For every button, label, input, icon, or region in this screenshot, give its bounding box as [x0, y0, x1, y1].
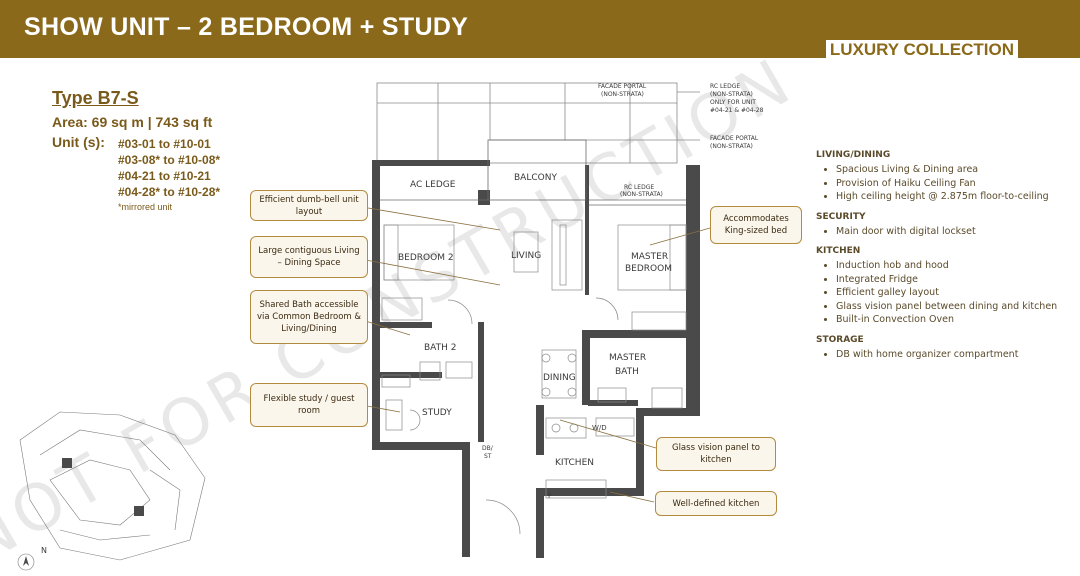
plan-label: W/D: [592, 424, 607, 432]
block-highlight: [134, 506, 144, 516]
callout-kitchen: Well-defined kitchen: [655, 491, 777, 516]
spec-item: Spacious Living & Dining area: [836, 163, 1066, 177]
spec-item: Provision of Haiku Ceiling Fan: [836, 177, 1066, 191]
unit-number: #03-01 to #10-01: [118, 137, 211, 151]
north-arrow-icon: [23, 556, 29, 566]
plan-label: (NON-STRATA): [601, 91, 644, 98]
spec-item: Efficient galley layout: [836, 286, 1066, 300]
plan-label: (NON-STRATA): [620, 191, 663, 198]
unit-type: Type B7-S: [52, 88, 139, 108]
plan-label: KITCHEN: [555, 458, 594, 468]
plan-label: #04-21 & #04-28: [710, 107, 764, 114]
callout-king-bed: Accommodates King-sized bed: [710, 206, 802, 244]
plan-label: BEDROOM 2: [398, 253, 454, 263]
collection-label: LUXURY COLLECTION: [825, 40, 1018, 60]
spec-heading: LIVING/DINING: [816, 150, 891, 160]
plan-label: RC LEDGE: [710, 83, 740, 90]
spec-item: Integrated Fridge: [836, 273, 1066, 287]
plan-label: ST: [484, 453, 492, 460]
plan-labels: FACADE PORTAL (NON-STRATA) RC LEDGE (NON…: [398, 83, 764, 500]
specs-panel: LIVING/DINING Spacious Living & Dining a…: [816, 150, 1066, 369]
block-highlight: [62, 458, 72, 468]
plan-label: RC LEDGE: [624, 184, 654, 191]
spec-item: Glass vision panel between dining and ki…: [836, 300, 1066, 314]
plan-label: BALCONY: [514, 173, 557, 183]
header-bar: SHOW UNIT – 2 BEDROOM + STUDY: [0, 0, 1080, 58]
plan-label: (NON-STRATA): [710, 143, 753, 150]
spec-heading: KITCHEN: [816, 246, 861, 256]
plan-label: BATH: [615, 367, 639, 377]
spec-heading: SECURITY: [816, 211, 866, 222]
spec-item: Built-in Convection Oven: [836, 313, 1066, 327]
callout-study: Flexible study / guest room: [250, 383, 368, 427]
callout-living-dining: Large contiguous Living – Dining Space: [250, 236, 368, 278]
callout-shared-bath: Shared Bath accessible via Common Bedroo…: [250, 290, 368, 344]
spec-item: Induction hob and hood: [836, 259, 1066, 273]
plan-label: MASTER: [609, 353, 646, 363]
plan-label: DINING: [543, 373, 576, 383]
north-label: N: [41, 546, 47, 555]
furniture: [381, 219, 687, 535]
units-label: Unit (s):: [52, 134, 105, 150]
unit-area: Area: 69 sq m | 743 sq ft: [52, 114, 213, 130]
unit-number: #04-28* to #10-28*: [118, 185, 221, 199]
callout-glass-panel: Glass vision panel to kitchen: [656, 437, 776, 471]
plan-label: AC LEDGE: [410, 180, 456, 190]
unit-number: #04-21 to #10-21: [118, 169, 211, 183]
plan-label: DB/: [482, 445, 494, 452]
mirrored-note: *mirrored unit: [118, 202, 173, 212]
unit-number: #03-08* to #10-08*: [118, 153, 221, 167]
page-title: SHOW UNIT – 2 BEDROOM + STUDY: [24, 13, 469, 41]
plan-label: ONLY FOR UNIT: [710, 99, 756, 106]
plan-label: BEDROOM: [625, 264, 672, 274]
leader-lines: [349, 204, 711, 503]
callout-dumbbell: Efficient dumb-bell unit layout: [250, 190, 368, 221]
plan-label: F: [548, 492, 552, 500]
plan-label: LIVING: [511, 251, 541, 261]
balcony-outline: [380, 139, 686, 206]
plan-label: BATH 2: [424, 343, 456, 353]
plan-label: FACADE PORTAL: [598, 83, 647, 90]
plan-label: (NON-STRATA): [710, 91, 753, 98]
plan-label: STUDY: [422, 408, 452, 418]
facade-portal-lines: [376, 82, 700, 164]
spec-item: DB with home organizer compartment: [836, 348, 1066, 362]
spec-heading: STORAGE: [816, 334, 864, 345]
plan-label: MASTER: [631, 252, 668, 262]
plan-label: FACADE PORTAL: [710, 135, 759, 142]
spec-item: Main door with digital lockset: [836, 225, 1066, 239]
spec-item: High ceiling height @ 2.875m floor-to-ce…: [836, 190, 1066, 204]
site-plan: [17, 411, 206, 571]
